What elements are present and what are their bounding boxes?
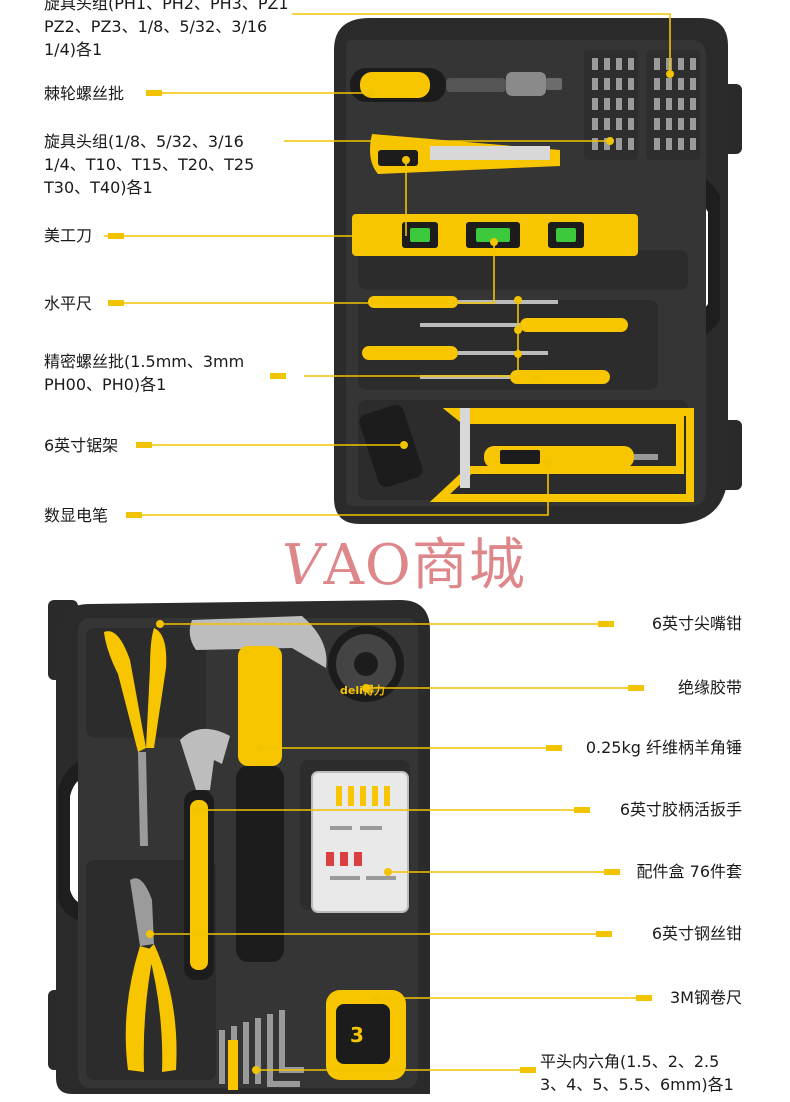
watermark-middle: AO bbox=[323, 533, 412, 598]
bottom-leader-lines bbox=[150, 623, 640, 1071]
tape-measure-size: 3 bbox=[350, 1023, 364, 1047]
bottom-tool-case: deli得力 3 bbox=[48, 600, 430, 1094]
label-hacksaw: 6英寸锯架 bbox=[44, 436, 119, 455]
tape-roll-logo: deli得力 bbox=[340, 683, 385, 697]
watermark-prefix: V bbox=[282, 533, 324, 598]
label-insulating-tape: 绝缘胶带 bbox=[677, 678, 742, 697]
label-level: 水平尺 bbox=[44, 294, 93, 313]
watermark-suffix: 商城 bbox=[411, 533, 526, 598]
label-utility-knife: 美工刀 bbox=[44, 226, 93, 245]
top-leader-dots bbox=[108, 70, 674, 518]
label-combination-pliers: 6英寸钢丝钳 bbox=[651, 924, 742, 943]
label-claw-hammer: 0.25kg 纤维柄羊角锤 bbox=[585, 738, 742, 757]
label-ratchet-screwdriver: 棘轮螺丝批 bbox=[44, 84, 125, 103]
label-precision-screwdrivers: 精密螺丝批(1.5mm、3mm PH00、PH0)各1 bbox=[44, 352, 245, 394]
label-accessory-box: 配件盒 76件套 bbox=[636, 862, 742, 881]
label-bits-set-1: 旋具头组(PH1、PH2、PH3、PZ1 PZ2、PZ3、1/8、5/32、3/… bbox=[44, 0, 289, 59]
bottom-leader-dots bbox=[146, 620, 652, 1074]
top-leader-lines bbox=[104, 13, 671, 516]
label-adjustable-wrench: 6英寸胶柄活扳手 bbox=[619, 800, 742, 819]
watermark: VAO商城 bbox=[282, 520, 526, 601]
label-hex-keys: 平头内六角(1.5、2、2.5 3、4、5、5.5、6mm)各1 bbox=[540, 1052, 734, 1094]
label-test-pen: 数显电笔 bbox=[44, 506, 109, 525]
top-tool-case bbox=[334, 18, 742, 524]
label-bits-set-2: 旋具头组(1/8、5/32、3/16 1/4、T10、T15、T20、T25 T… bbox=[44, 132, 255, 197]
label-tape-measure: 3M钢卷尺 bbox=[670, 988, 742, 1007]
label-needle-pliers: 6英寸尖嘴钳 bbox=[651, 614, 742, 633]
